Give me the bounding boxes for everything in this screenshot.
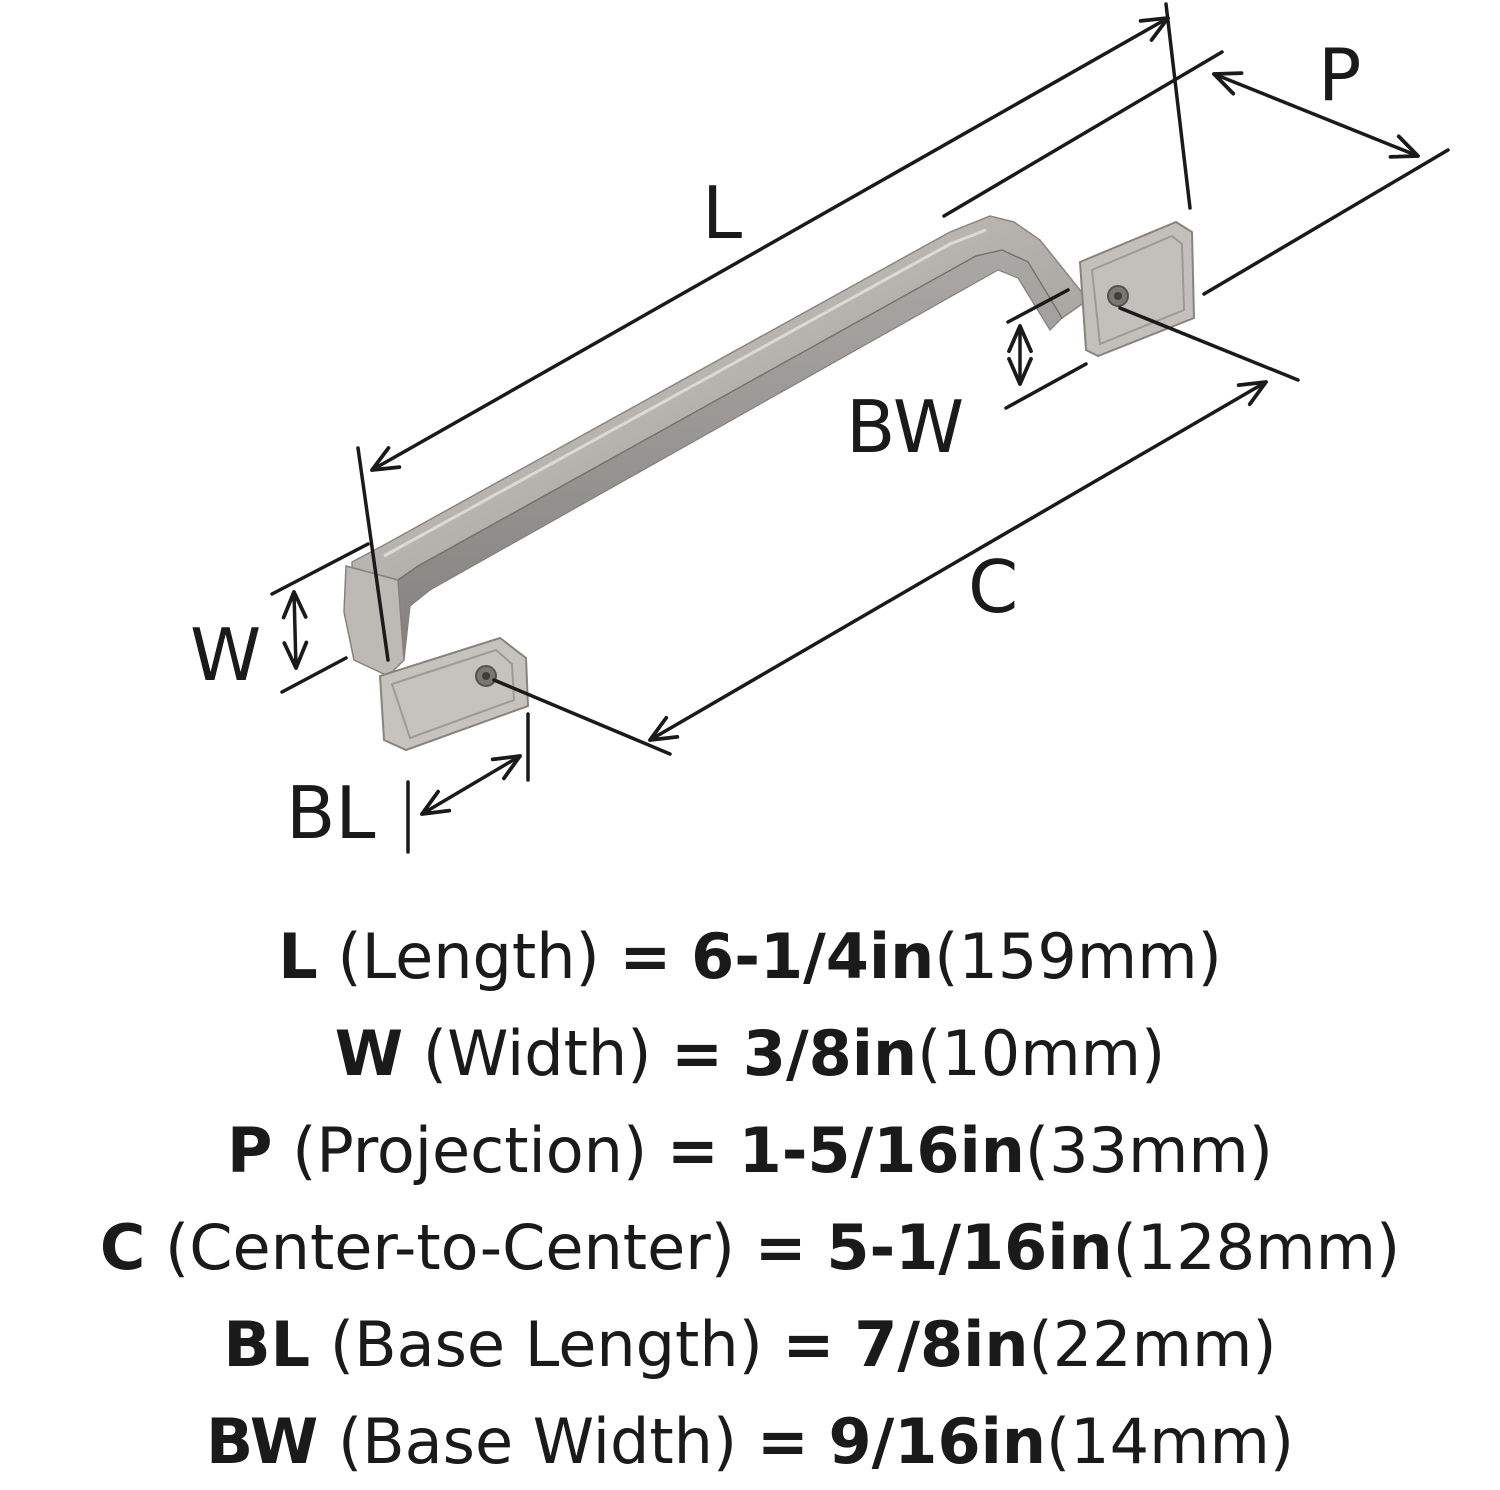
handle-left-leg [343,565,405,677]
spec-imperial: 7/8in [854,1308,1029,1381]
spec-metric: (128mm) [1112,1211,1401,1284]
spec-metric: (22mm) [1028,1308,1277,1381]
label-width: W [190,613,261,697]
spec-width: W (Width) = 3/8in(10mm) [0,1005,1500,1102]
spec-equals: = [671,1017,724,1090]
spec-equals: = [666,1114,719,1187]
spec-abbr: BW [205,1405,319,1478]
spec-description: (Projection) [292,1114,648,1187]
spec-abbr: W [334,1017,404,1090]
spec-imperial: 9/16in [828,1405,1046,1478]
spec-equals: = [756,1405,809,1478]
dimension-specifications: L (Length) = 6-1/4in(159mm) W (Width) = … [0,908,1500,1490]
spec-abbr: BL [223,1308,311,1381]
spec-description: (Center-to-Center) [165,1211,735,1284]
spec-imperial: 3/8in [742,1017,918,1090]
spec-equals: = [619,920,672,993]
spec-base-width: BW (Base Width) = 9/16in(14mm) [0,1393,1500,1490]
handle-dimension-diagram: L P BW C W BL [190,2,1450,855]
spec-description: (Base Length) [329,1308,763,1381]
label-center-to-center: C [968,545,1018,629]
spec-metric: (159mm) [934,920,1222,993]
label-base-length: BL [286,771,376,855]
handle-left-base [378,636,530,752]
label-projection: P [1318,33,1361,117]
dimension-lines [270,2,1450,854]
handle-right-base [1078,220,1196,358]
spec-abbr: L [278,920,318,993]
spec-metric: (14mm) [1045,1405,1295,1478]
spec-abbr: C [99,1211,146,1284]
spec-equals: = [754,1211,807,1284]
label-length: L [702,171,742,255]
spec-description: (Base Width) [337,1405,738,1478]
spec-imperial: 6-1/4in [691,920,935,993]
spec-abbr: P [227,1114,273,1187]
spec-base-length: BL (Base Length) = 7/8in(22mm) [0,1296,1500,1393]
spec-center-to-center: C (Center-to-Center) = 5-1/16in(128mm) [0,1199,1500,1296]
spec-metric: (33mm) [1024,1114,1273,1187]
spec-description: (Width) [422,1017,652,1090]
spec-imperial: 5-1/16in [826,1211,1113,1284]
spec-imperial: 1-5/16in [738,1114,1025,1187]
spec-metric: (10mm) [917,1017,1166,1090]
spec-length: L (Length) = 6-1/4in(159mm) [0,908,1500,1005]
spec-projection: P (Projection) = 1-5/16in(33mm) [0,1102,1500,1199]
label-base-width: BW [846,385,964,469]
spec-description: (Length) [337,920,600,993]
spec-equals: = [782,1308,835,1381]
